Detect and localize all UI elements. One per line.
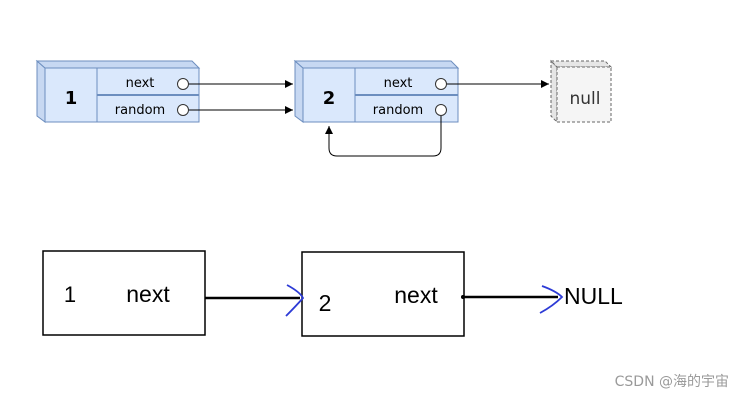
bottom-arrow-2-to-null-head [539,285,564,314]
top-node-1-random-port [177,104,189,116]
bottom-node-1-value: 1 [64,282,76,307]
top-null-node: null [549,59,613,124]
top-node-2-random-label: random [373,103,423,118]
top-random-self-loop-arrow [325,116,442,157]
top-node-1-value: 1 [65,88,78,109]
bottom-null-label: NULL [564,283,623,309]
top-node-1-random-label: random [115,103,165,118]
bottom-arrow-1-to-2-head [285,284,305,317]
bottom-node-2-next-label: next [394,282,438,308]
bottom-node-1-next-label: next [126,281,170,307]
bottom-node-2-box [301,251,465,337]
top-node-1: 1 next random [35,59,201,123]
top-node-1-next-label: next [126,76,155,91]
top-node-2: 2 next random [293,59,460,123]
top-null-label: null [570,89,601,109]
top-node-2-value: 2 [323,88,336,109]
top-node-1-next-port [177,78,189,90]
watermark: CSDN @海的宇宙 [614,374,729,390]
top-node-2-random-port [435,104,447,116]
bottom-arrow-2-origin-dot [461,295,465,299]
top-node-2-next-port [435,78,447,90]
bottom-node-1-box [42,250,206,336]
top-node-2-next-label: next [384,76,413,91]
bottom-node-2-value: 2 [319,290,332,316]
